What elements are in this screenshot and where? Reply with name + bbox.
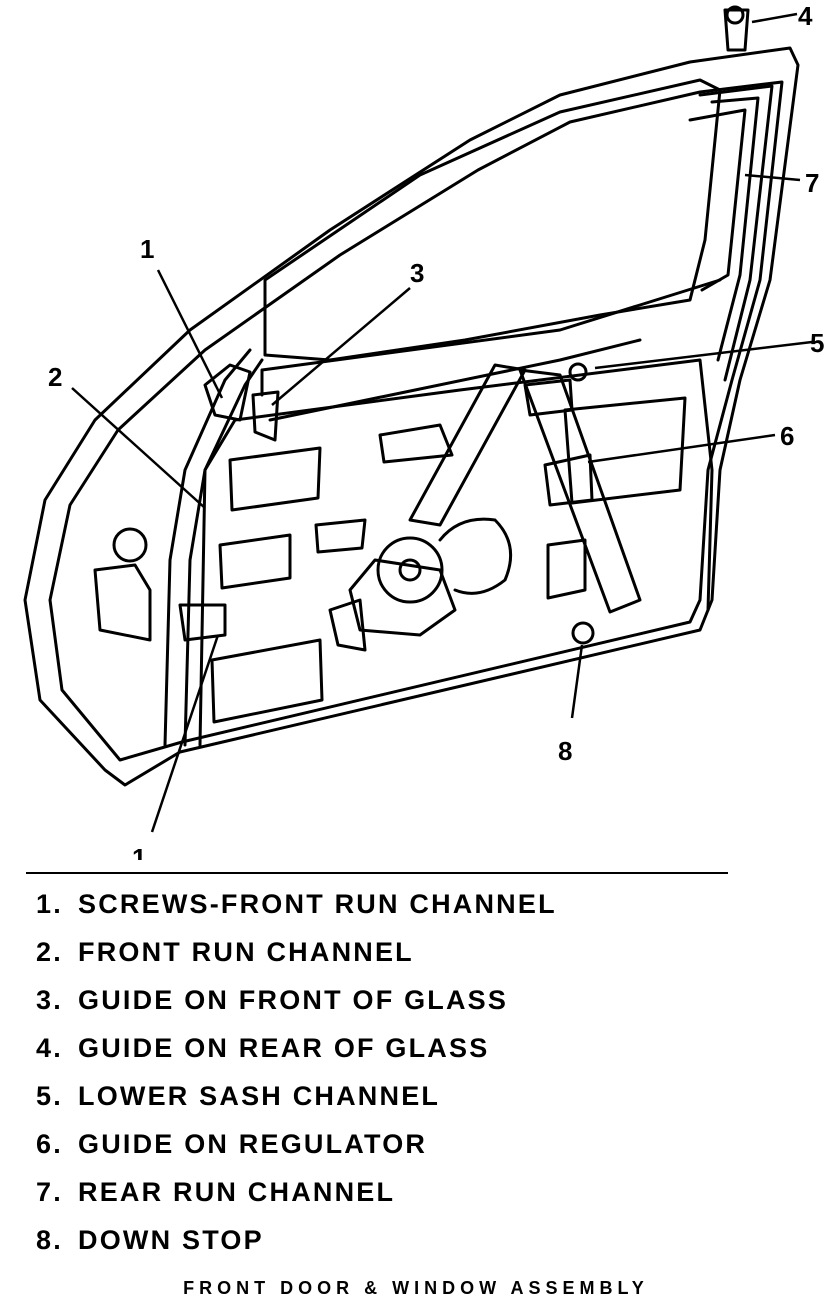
legend-item: 5. LOWER SASH CHANNEL: [36, 1072, 557, 1120]
legend-label: DOWN STOP: [78, 1224, 264, 1255]
legend-number: 3.: [36, 984, 63, 1015]
legend-item: 3. GUIDE ON FRONT OF GLASS: [36, 976, 557, 1024]
legend-item: 1. SCREWS-FRONT RUN CHANNEL: [36, 880, 557, 928]
legend-divider: [26, 872, 728, 874]
legend-item: 4. GUIDE ON REAR OF GLASS: [36, 1024, 557, 1072]
legend-item: 8. DOWN STOP: [36, 1216, 557, 1264]
door-inner-edge: [48, 80, 784, 762]
callout-1-upper: 1: [140, 234, 154, 264]
legend-number: 5.: [36, 1080, 63, 1111]
parts-legend: 1. SCREWS-FRONT RUN CHANNEL 2. FRONT RUN C…: [36, 880, 557, 1264]
legend-label: GUIDE ON REGULATOR: [78, 1128, 428, 1159]
access-hole: [228, 446, 322, 512]
legend-label: SCREWS-FRONT RUN CHANNEL: [78, 888, 557, 919]
legend-number: 6.: [36, 1128, 63, 1159]
legend-item: 7. REAR RUN CHANNEL: [36, 1168, 557, 1216]
callout-4: 4: [798, 1, 813, 31]
legend-label: GUIDE ON REAR OF GLASS: [78, 1032, 490, 1063]
legend-label: LOWER SASH CHANNEL: [78, 1080, 441, 1111]
callout-5: 5: [810, 328, 824, 358]
legend-label: GUIDE ON FRONT OF GLASS: [78, 984, 509, 1015]
legend-label: FRONT RUN CHANNEL: [78, 936, 414, 967]
window-glass: [263, 78, 722, 362]
figure-caption: FRONT DOOR & WINDOW ASSEMBLY: [183, 1278, 649, 1298]
legend-number: 7.: [36, 1176, 63, 1207]
callout-8: 8: [558, 736, 572, 766]
legend-number: 2.: [36, 936, 63, 967]
legend-label: REAR RUN CHANNEL: [78, 1176, 396, 1207]
legend-number: 8.: [36, 1224, 63, 1255]
callout-2: 2: [48, 362, 62, 392]
legend-item: 6. GUIDE ON REGULATOR: [36, 1120, 557, 1168]
front-run-channel: [163, 348, 252, 747]
legend-item: 2. FRONT RUN CHANNEL: [36, 928, 557, 976]
door-window-assembly-diagram: 4 7 1 3 5 2 6 8 1: [23, 1, 824, 860]
legend-number: 1.: [36, 888, 63, 919]
door-outer-frame: [23, 46, 800, 787]
callout-7: 7: [805, 168, 819, 198]
legend-number: 4.: [36, 1032, 63, 1063]
callout-6: 6: [780, 421, 794, 451]
callout-3: 3: [410, 258, 424, 288]
callout-1-lower: 1: [132, 843, 146, 860]
rear-run-channel: [698, 84, 774, 382]
